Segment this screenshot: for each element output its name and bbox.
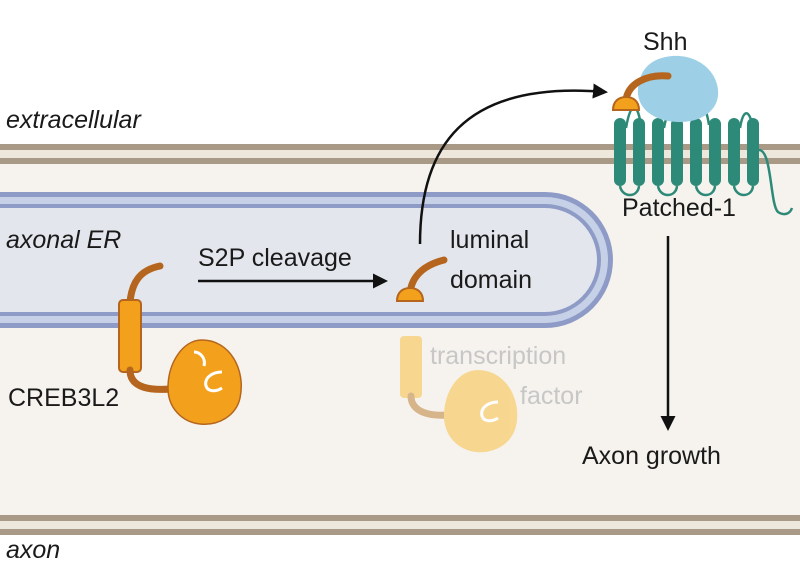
luminal-domain-protein <box>395 256 448 302</box>
shh-label: Shh <box>643 28 687 56</box>
transcription-factor-label-line2: factor <box>520 382 583 410</box>
creb3l2-protein <box>118 262 242 425</box>
axon-growth-label: Axon growth <box>582 442 721 470</box>
transcription-factor-label-line1: transcription <box>430 342 566 370</box>
creb3l2-label: CREB3L2 <box>8 384 119 412</box>
plasma-membrane-bottom <box>0 515 800 582</box>
patched-1-receptor <box>614 96 794 216</box>
secretion-arrow <box>418 83 608 245</box>
luminal-label-line2: domain <box>450 266 532 294</box>
axonal-er-label: axonal ER <box>6 226 121 254</box>
luminal-label-line1: luminal <box>450 226 529 254</box>
patched-1-label: Patched-1 <box>622 194 736 222</box>
transcription-factor-protein <box>400 336 518 453</box>
axon-label: axon <box>6 536 60 564</box>
extracellular-label: extracellular <box>6 106 142 134</box>
s2p-cleavage-label: S2P cleavage <box>198 244 352 272</box>
axonal-er <box>0 192 613 328</box>
shh-ligand <box>611 55 719 123</box>
plasma-membrane-top <box>0 144 800 164</box>
